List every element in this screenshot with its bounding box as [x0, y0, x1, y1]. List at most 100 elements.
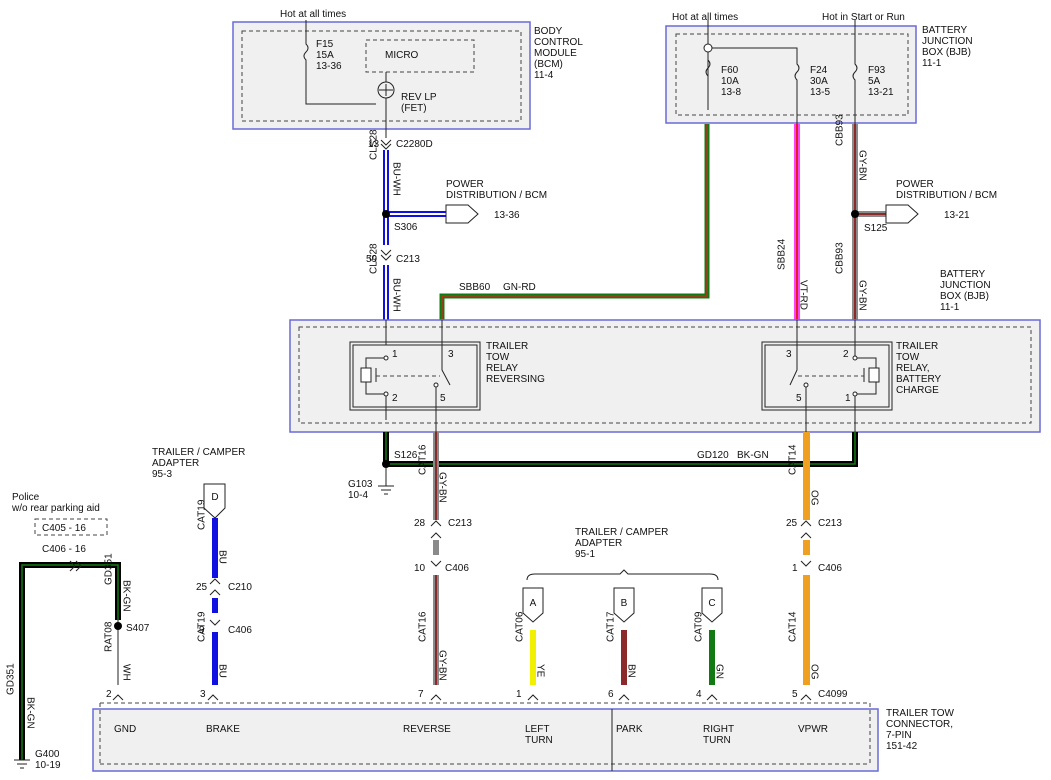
label-lower-c213_o: C213	[818, 518, 842, 529]
label-lower-adapter951-1: ADAPTER	[575, 538, 622, 549]
label-relay_box-rev_title-3: REVERSING	[486, 374, 545, 385]
label-lower-c406_r: C406	[445, 563, 469, 574]
adapter-c-icon	[701, 587, 723, 623]
label-connector-pins-3: 1	[516, 689, 522, 700]
label-lower-police-1: w/o rear parking aid	[11, 503, 100, 514]
label-lower-d: D	[211, 492, 218, 503]
lower-connectors	[34, 483, 812, 701]
label-connector-title-1: CONNECTOR,	[886, 719, 953, 730]
label-relay_box-chg_pins-3: 1	[845, 393, 851, 404]
label-lower-cat14_a: CAT14	[788, 444, 799, 475]
power-dist-arrow-right-icon	[885, 204, 919, 224]
pin-right-label: RIGHT	[703, 724, 734, 735]
label-relay_box-chg_title-3: BATTERY	[896, 374, 942, 385]
label-right_circuit-gybn_a: GY-BN	[857, 150, 868, 181]
label-lower-gd351_l: GD351	[104, 553, 115, 585]
lower-wires	[14, 432, 858, 769]
label-ground-s126: S126	[394, 450, 418, 461]
label-left_circuit-s306: S306	[394, 222, 418, 233]
label-relay_box-rev_pins-1: 2	[392, 393, 398, 404]
bcm-title-2: CONTROL	[534, 37, 583, 48]
fuse-f24-rating: 30A	[810, 76, 828, 87]
label-ground-gd120: GD120	[697, 450, 729, 461]
relay-box: 1 2 3 5 TRAILER TOW RELAY REVERSING 3 5 …	[289, 319, 1041, 433]
label-lower-b: B	[621, 598, 628, 609]
label-lower-s407: S407	[126, 623, 150, 634]
label-lower-cat06: CAT06	[515, 611, 526, 642]
label-relay_box-chg_title-0: TRAILER	[896, 341, 938, 352]
trailer-tow-connector: 2 3 7 1 6 4 5 GND BRAKE REVERSE LEFT TUR…	[92, 689, 955, 772]
adapter-b-icon	[613, 587, 635, 623]
reversing-coil-icon	[360, 367, 372, 383]
label-left_circuit-power_dist-0: POWER	[446, 179, 484, 190]
label-lower-c213_r: C213	[448, 518, 472, 529]
label-relay_box-rev_pins-3: 5	[440, 393, 446, 404]
s125-splice	[851, 210, 859, 218]
label-lower-adapter951-0: TRAILER / CAMPER	[575, 527, 668, 538]
battery-junction-box-top: Hot at all times Hot in Start or Run F60…	[665, 12, 973, 124]
label-lower-bn: BN	[626, 664, 637, 678]
fuse-f93: F93	[868, 65, 886, 76]
label-lower-adapter953-2: 95-3	[152, 469, 172, 480]
label-lower-gybn_a: GY-BN	[437, 472, 448, 503]
label-right_circuit-s125: S125	[864, 223, 888, 234]
label-left_circuit-pd_ref: 13-36	[494, 210, 520, 221]
label-right_circuit-bjb_title-2: BOX (BJB)	[940, 291, 989, 302]
label-right_circuit-power_dist-0: POWER	[896, 179, 934, 190]
label-lower-c210: C210	[228, 582, 252, 593]
label-relay_box-chg_pins-1: 5	[796, 393, 802, 404]
label-right_circuit-bjb_title-1: JUNCTION	[940, 280, 991, 291]
fuse-f15: F15	[316, 39, 334, 50]
label-lower-og_a: OG	[809, 490, 820, 506]
bcm-title-5: 11-4	[534, 70, 554, 81]
label-lower-bkgn_v: BK-GN	[25, 697, 36, 729]
pin-reverse-label: REVERSE	[403, 724, 451, 735]
upper-connectors	[380, 139, 919, 261]
label-lower-adapter953-0: TRAILER / CAMPER	[152, 447, 245, 458]
fet-symbol-icon	[377, 81, 395, 99]
label-lower-og_b: OG	[809, 664, 820, 680]
label-relay_box-rev_title-0: TRAILER	[486, 341, 528, 352]
pin-turn2-label: TURN	[703, 735, 731, 746]
label-lower-a: A	[530, 598, 537, 609]
label-lower-p25: 25	[196, 582, 208, 593]
label-relay_box-rev_title-1: TOW	[486, 352, 510, 363]
label-connector-pins-6: 5	[792, 689, 798, 700]
label-lower-g400-0: G400	[35, 749, 60, 760]
lower-labels: S126 GD120 BK-GN G103 10-4 TRAILER / CAM…	[6, 444, 848, 771]
label-lower-ye: YE	[535, 664, 546, 678]
label-lower-wh: WH	[121, 664, 132, 681]
pin-left-label: LEFT	[525, 724, 549, 735]
pin-gnd-label: GND	[114, 724, 136, 735]
pin-vpwr-label: VPWR	[798, 724, 828, 735]
label-lower-cat19_b: CAT19	[197, 611, 208, 642]
label-left_circuit-cls28_a: CLS28	[369, 129, 380, 160]
bcm-title-4: (BCM)	[534, 59, 563, 70]
label-left_circuit-c213_top: C213	[396, 254, 420, 265]
rev-lp-label: REV LP	[401, 92, 437, 103]
label-lower-police-0: Police	[12, 492, 40, 503]
label-left_circuit-sbb60: SBB60	[459, 282, 491, 293]
bjb-hot-start-label: Hot in Start or Run	[822, 12, 905, 23]
label-lower-cat19_a: CAT19	[197, 499, 208, 530]
label-lower-cat09: CAT09	[694, 611, 705, 642]
pin-turn-label: TURN	[525, 735, 553, 746]
label-lower-cat14_b: CAT14	[788, 611, 799, 642]
label-relay_box-chg_title-4: CHARGE	[896, 385, 939, 396]
label-lower-cat16_b: CAT16	[418, 611, 429, 642]
label-lower-c406_o: C406	[818, 563, 842, 574]
label-lower-c406_16: C406 - 16	[42, 544, 86, 555]
label-lower-bkgn_l: BK-GN	[121, 580, 132, 612]
label-lower-c: C	[708, 598, 715, 609]
fuse-f93-rating: 5A	[868, 76, 881, 87]
label-right_circuit-sbb24: SBB24	[777, 238, 788, 270]
label-connector-title-3: 151-42	[886, 741, 918, 752]
bjb-top-title-4: 11-1	[922, 58, 942, 69]
fuse-f60: F60	[721, 65, 739, 76]
label-ground-g103-1: 10-4	[348, 490, 368, 501]
charge-coil-icon	[868, 367, 880, 383]
label-left_circuit-gnrd: GN-RD	[503, 282, 536, 293]
bjb-hot-all-label: Hot at all times	[672, 12, 738, 23]
body-control-module: Hot at all times F15 15A 13-36 MICRO REV…	[232, 9, 583, 138]
